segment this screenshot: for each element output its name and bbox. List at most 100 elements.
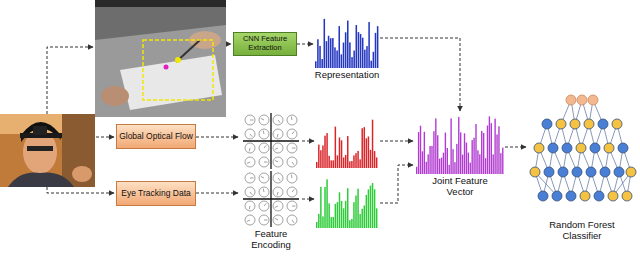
histogram-bar — [447, 148, 448, 174]
histogram-bar — [349, 161, 350, 168]
tree-node — [538, 191, 548, 201]
histogram-bar — [326, 41, 328, 68]
grid-vector — [277, 134, 279, 137]
histogram-bar — [491, 123, 492, 174]
grid-cell — [245, 173, 255, 183]
flow-arrow — [380, 141, 413, 142]
histogram-bar — [481, 131, 482, 174]
head-camera — [33, 126, 47, 135]
gaze-dot — [164, 65, 169, 70]
grid-cell — [273, 187, 283, 197]
grid-cell — [287, 201, 297, 211]
histogram-bar — [483, 133, 484, 174]
grid-cell — [287, 143, 297, 153]
grid-vector — [278, 120, 280, 123]
connector-arrow — [297, 44, 313, 45]
grid-cell — [245, 115, 255, 125]
grid-cell — [287, 157, 297, 167]
grid-vector — [292, 162, 294, 165]
histogram-bar — [375, 33, 377, 68]
histogram-bar — [353, 202, 354, 228]
histogram-bar — [366, 46, 368, 68]
grid-cell — [259, 129, 269, 139]
grid-cell — [287, 129, 297, 139]
grid-vector — [263, 131, 265, 134]
histogram-bar — [435, 118, 436, 174]
histogram-bar — [341, 54, 343, 68]
histogram-bar — [498, 126, 499, 174]
flow-arrow — [302, 199, 314, 200]
histogram-bar — [321, 59, 323, 68]
histogram-bar — [502, 148, 503, 174]
histogram-bar — [372, 183, 373, 228]
histogram-bar — [464, 133, 465, 174]
histogram-bar — [359, 159, 360, 168]
node-caption: Representation — [314, 70, 380, 81]
histogram-bar — [475, 124, 476, 174]
grid-vector — [292, 148, 296, 149]
grid-vector — [249, 148, 251, 151]
histogram-bar — [347, 21, 349, 68]
histogram-bar — [347, 136, 348, 168]
histogram-bar — [373, 52, 375, 68]
grid-cell — [273, 201, 283, 211]
caption-block: Joint Feature Vector — [424, 176, 496, 198]
grid-vector — [261, 176, 264, 178]
pen — [176, 40, 200, 62]
histogram-bar — [316, 222, 317, 228]
histogram-bar — [351, 57, 353, 68]
grid-cell — [259, 215, 269, 225]
histogram-bar — [335, 204, 336, 228]
histogram-bar — [353, 155, 354, 168]
caption-block: Representation — [314, 70, 380, 81]
grid-cell — [259, 115, 269, 125]
histogram-bar — [489, 116, 490, 174]
histogram-bar — [351, 161, 352, 168]
histogram-bar — [366, 138, 367, 168]
histogram-bar — [424, 132, 425, 174]
histogram-bar — [473, 138, 474, 174]
histogram-bar — [339, 192, 340, 228]
feature-histograms — [316, 120, 377, 228]
grid-cell — [245, 187, 255, 197]
tree-node — [622, 191, 632, 201]
grid-cell — [273, 215, 283, 225]
grid-vector — [250, 120, 254, 121]
camera-frame — [95, 0, 226, 117]
flow-arrow — [196, 193, 238, 194]
photo-shadow — [62, 114, 95, 187]
histogram-bar — [370, 186, 371, 228]
grid-cell — [245, 143, 255, 153]
histogram-bar — [349, 42, 351, 68]
histogram-bar — [328, 203, 329, 228]
histogram-bar — [333, 217, 334, 228]
tree-node — [570, 119, 580, 129]
grid-vector — [263, 189, 265, 192]
eye-tracker-glasses — [27, 146, 53, 151]
histogram-bar — [494, 119, 495, 174]
tree-node — [586, 167, 596, 177]
histogram-bar — [328, 36, 330, 68]
histogram-bar — [336, 51, 338, 68]
grid-vector — [250, 178, 254, 179]
histogram-bar — [485, 158, 486, 174]
tree-node — [548, 143, 558, 153]
histogram-bar — [333, 160, 334, 168]
histogram-bar — [358, 32, 360, 68]
histogram-bar — [328, 156, 329, 168]
tree-node — [618, 143, 628, 153]
histogram-bar — [324, 136, 325, 168]
tree-node — [598, 119, 608, 129]
grid-vector — [264, 162, 268, 163]
grid-axis — [270, 171, 271, 227]
process-box: CNN Feature Extraction — [233, 32, 297, 56]
grid-vector — [275, 218, 278, 220]
histogram-bar — [335, 127, 336, 168]
histogram-bar — [374, 189, 375, 228]
tree-node — [600, 167, 610, 177]
grid-cell — [259, 157, 269, 167]
histogram-bar — [431, 146, 432, 174]
histogram-bar — [418, 132, 419, 174]
random-forest-icon — [527, 92, 637, 218]
